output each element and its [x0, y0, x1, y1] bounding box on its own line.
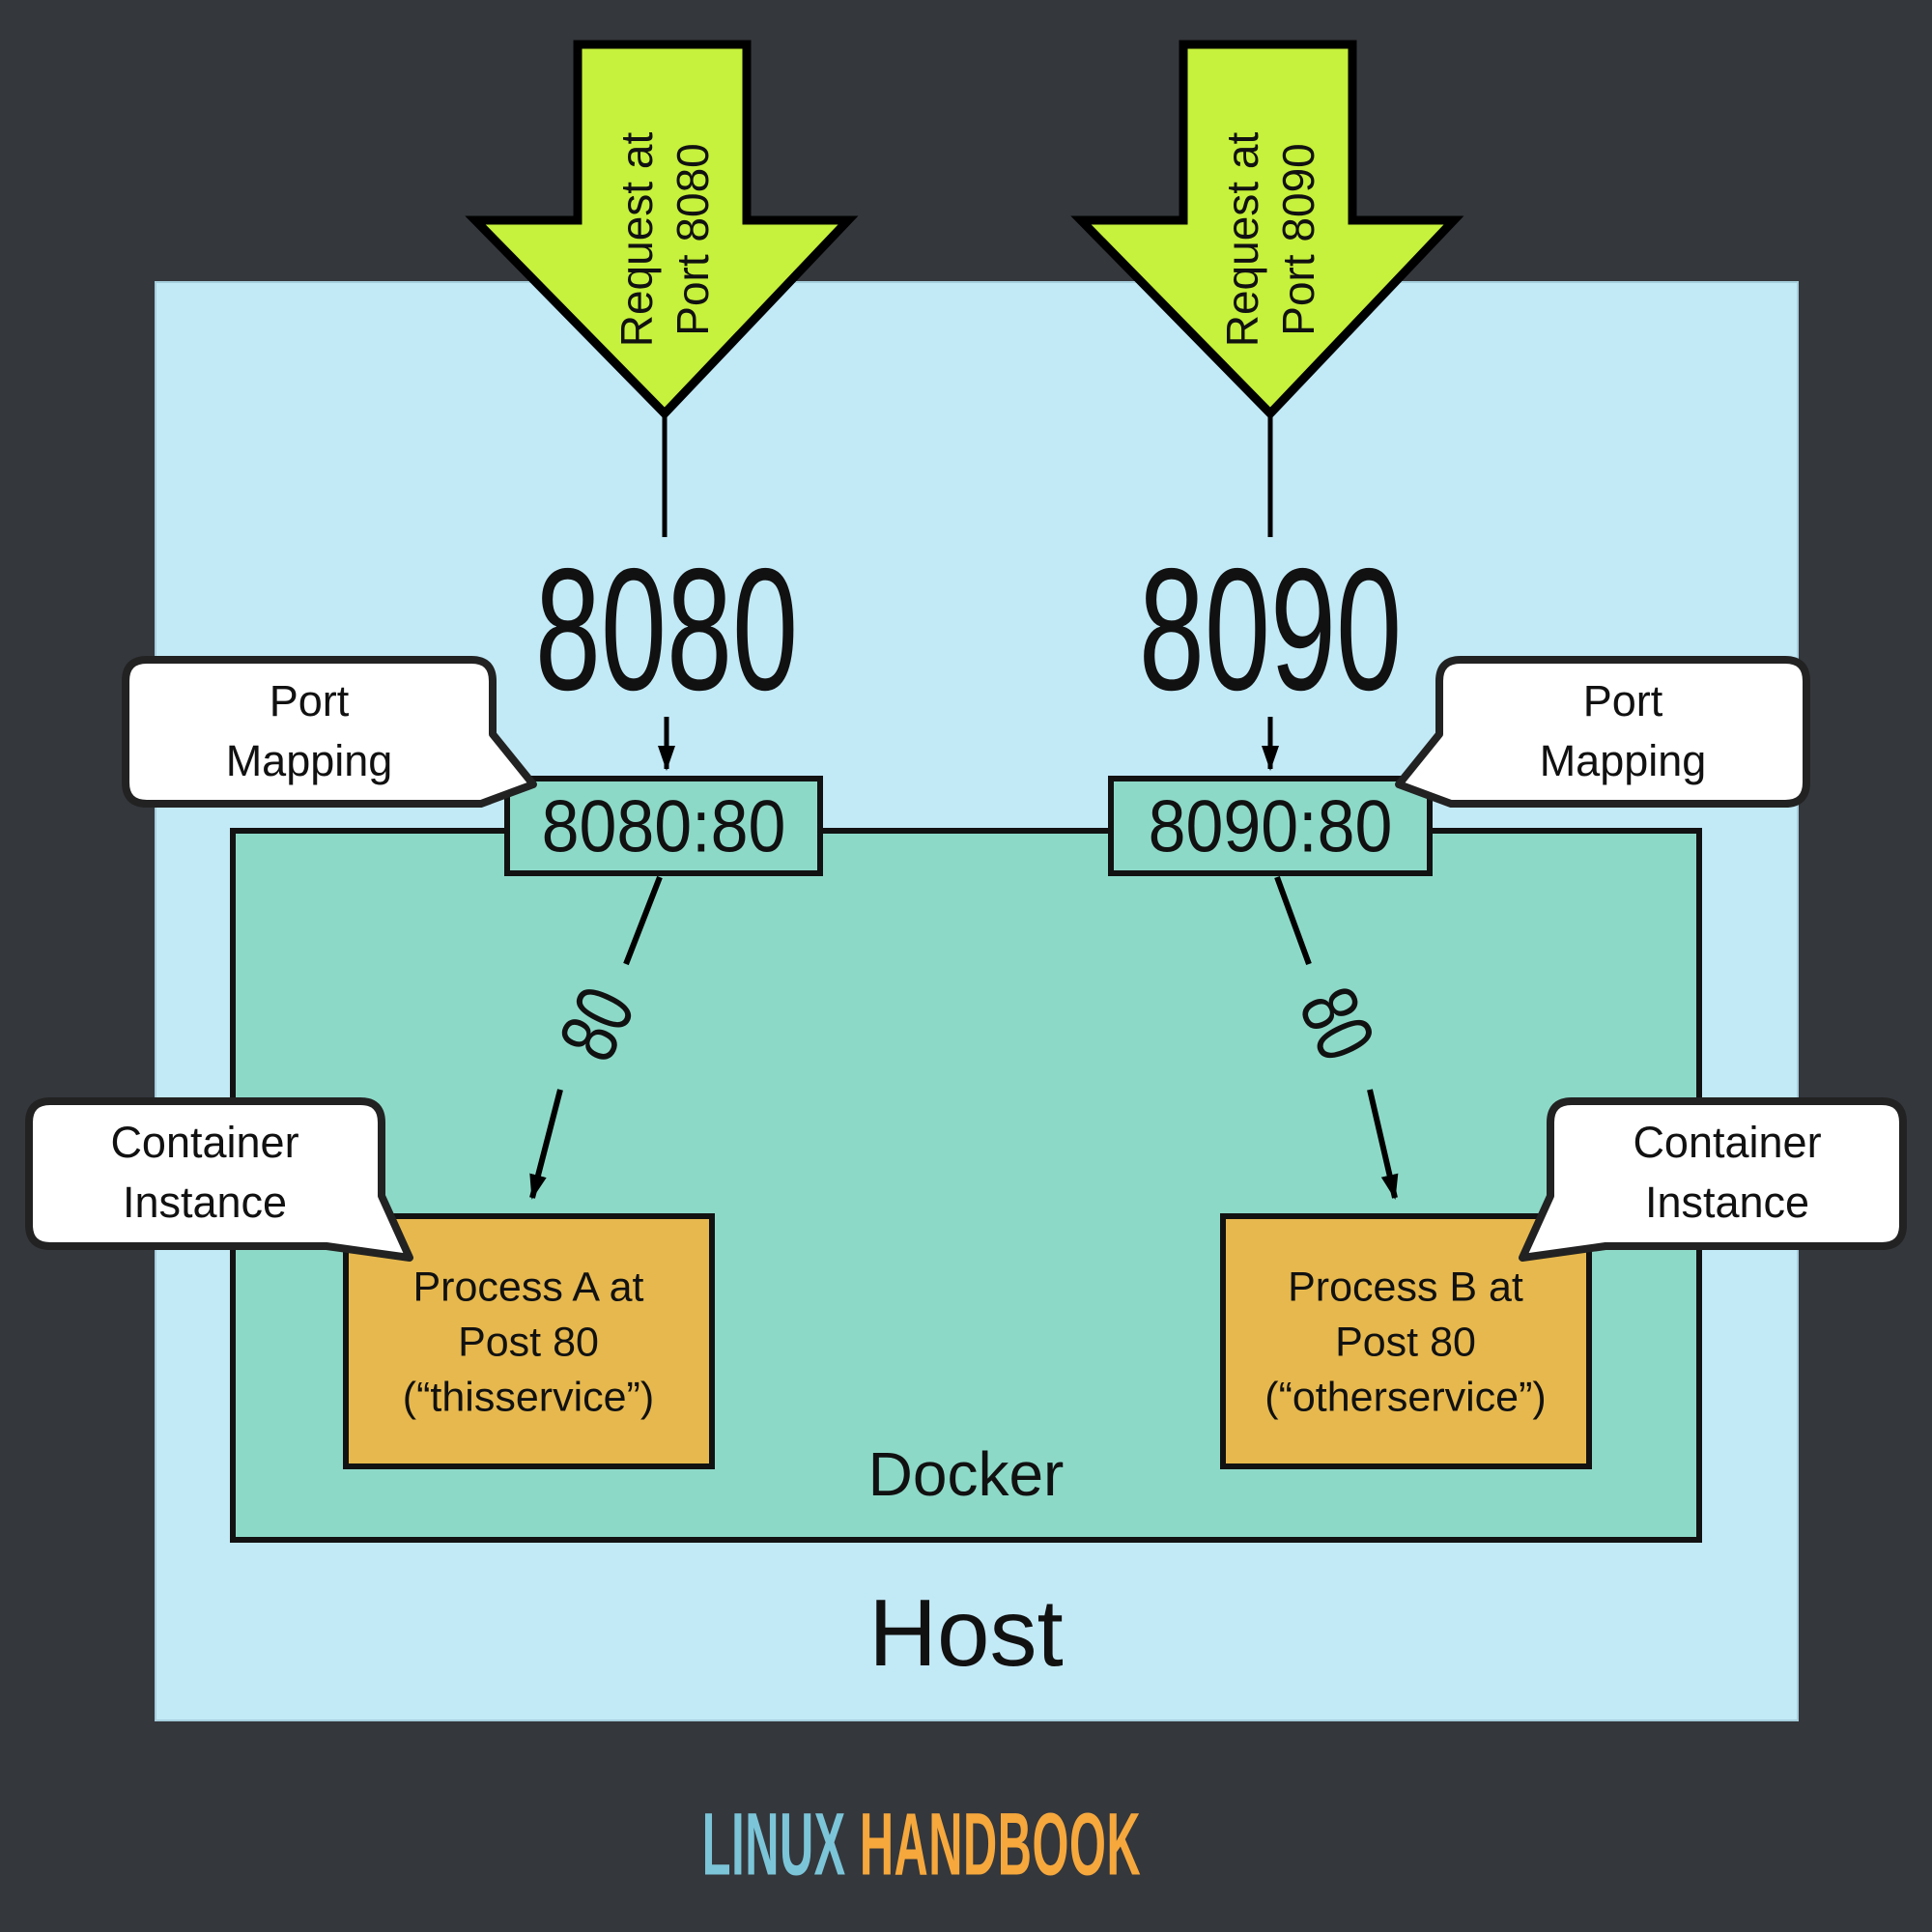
request-arrow-8080-label: Request at Port 8080: [609, 132, 721, 347]
diagonal-8090-lower: [1367, 1089, 1399, 1200]
port-mapping-box-8090: [1108, 776, 1433, 876]
process-b-line2: Post 80: [1335, 1319, 1476, 1366]
port-mapping-callout-right-bubble: [1395, 656, 1810, 808]
port-mapping-8090-label: 8090:80: [1148, 785, 1393, 868]
request-arrow-8090-line1: Request at: [1217, 131, 1267, 348]
port-mapping-callout-left-label: Port Mapping: [226, 671, 393, 791]
request-arrow-8090-line2: Port 8090: [1273, 143, 1323, 336]
linux-handbook-logo: LINUX HANDBOOK: [702, 1790, 1141, 1901]
process-b-line1: Process B at: [1288, 1264, 1523, 1311]
port-mapping-callout-right-line1: Port: [1582, 676, 1663, 725]
process-b-label: Process B at Post 80 (“otherservice”): [1264, 1261, 1547, 1426]
diagonal-8080-lower: [529, 1089, 563, 1200]
container-callout-left-label: Container Instance: [110, 1113, 298, 1233]
request-arrow-8090-label: Request at Port 8090: [1214, 132, 1326, 347]
request-arrow-8080-line1: Request at: [611, 131, 662, 348]
container-callout-right-label: Container Instance: [1633, 1113, 1821, 1233]
port-mapping-callout-left-bubble: [122, 656, 537, 808]
container-callout-right-bubble: [1519, 1097, 1907, 1262]
request-arrow-8080-line2: Port 8080: [668, 143, 718, 336]
container-callout-right-line1: Container: [1633, 1118, 1822, 1167]
host-port-8080-label: 8080: [534, 532, 799, 727]
container-callout-left-line1: Container: [110, 1118, 299, 1167]
process-a-line2: Post 80: [458, 1319, 599, 1366]
port-mapping-callout-left-line2: Mapping: [225, 736, 393, 785]
diagonal-8080-upper: [623, 875, 663, 966]
port-mapping-box-8080: [504, 776, 823, 876]
port-mapping-callout-right-label: Port Mapping: [1540, 671, 1707, 791]
container-callout-right-line2: Instance: [1644, 1178, 1810, 1227]
container-callout-left-bubble: [25, 1097, 413, 1262]
process-a-line3: (“thisservice”): [402, 1374, 655, 1421]
docker-label: Docker: [867, 1439, 1065, 1509]
request-arrow-8090-icon: [1070, 40, 1464, 420]
logo-linux-text: LINUX: [701, 1795, 846, 1894]
host-port-8090-label: 8090: [1138, 532, 1403, 727]
request-arrow-8080-icon: [465, 40, 859, 420]
logo-handbook-text: HANDBOOK: [859, 1795, 1142, 1894]
port-mapping-callout-right-line2: Mapping: [1539, 736, 1707, 785]
container-callout-left-line2: Instance: [122, 1178, 288, 1227]
diagonal-8090-upper: [1274, 875, 1312, 966]
process-b-line3: (“otherservice”): [1264, 1374, 1547, 1421]
port-mapping-8080-label: 8080:80: [541, 785, 786, 868]
process-a-label: Process A at Post 80 (“thisservice”): [403, 1261, 654, 1426]
process-a-line1: Process A at: [412, 1264, 644, 1311]
host-label: Host: [868, 1578, 1064, 1686]
port-mapping-callout-left-line1: Port: [269, 676, 350, 725]
